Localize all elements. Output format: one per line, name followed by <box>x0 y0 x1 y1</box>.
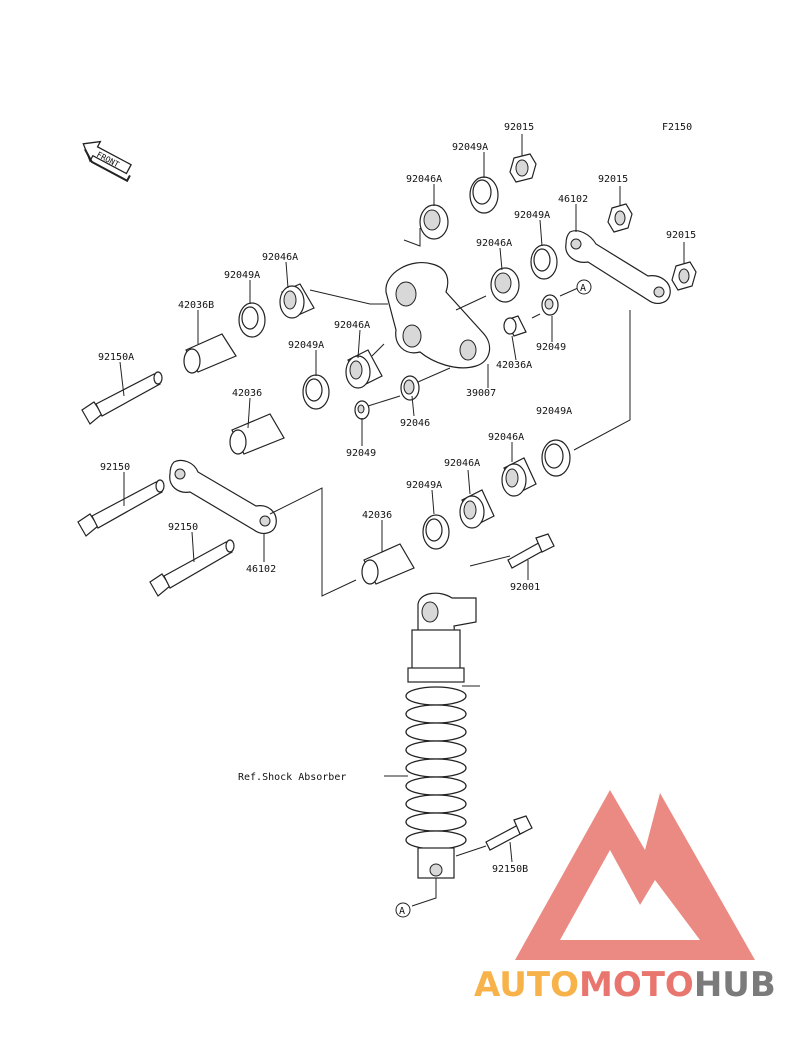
watermark-triangle <box>515 790 755 960</box>
bolt-92150-upper <box>77 479 165 537</box>
leader-lines <box>119 134 685 907</box>
part-label: 92046A <box>262 252 298 263</box>
diagram-code: F2150 <box>662 122 692 133</box>
part-label: 92015 <box>598 174 628 185</box>
part-labels: 92015 92049A 92046A 92015 46102 92049A 9… <box>98 122 696 875</box>
bearing-92046a-mid <box>345 349 383 389</box>
part-label: 92150B <box>492 864 528 875</box>
nut-92015-top <box>509 153 537 183</box>
part-label: 92046A <box>488 432 524 443</box>
part-label: 92046 <box>400 418 430 429</box>
ref-shock-absorber-label: Ref.Shock Absorber <box>238 772 346 783</box>
part-label: 92001 <box>510 582 540 593</box>
bolt-92150a <box>81 371 163 425</box>
sleeve-42036b <box>183 333 237 374</box>
tie-rod-46102-left <box>169 459 277 534</box>
collar-92049a-top <box>469 176 499 214</box>
collar-92049a-right-lower <box>541 439 571 477</box>
part-label: 92150 <box>100 462 130 473</box>
bolt-92150b <box>485 815 533 851</box>
shock-spring <box>405 686 467 850</box>
rocker-arm-39007 <box>385 262 491 369</box>
collar-92049a-mid <box>302 374 330 410</box>
part-label: 92049A <box>406 480 442 491</box>
part-label: 92046A <box>406 174 442 185</box>
watermark-logo <box>515 790 755 960</box>
bearing-92046a-center <box>490 267 520 303</box>
part-label: 92046A <box>444 458 480 469</box>
part-label: 39007 <box>466 388 496 399</box>
watermark-hub: HUB <box>694 965 776 1005</box>
part-label: 42036 <box>362 510 392 521</box>
sleeve-42036-mid <box>229 413 285 455</box>
part-label: 92049A <box>514 210 550 221</box>
part-label: 92049A <box>452 142 488 153</box>
callout-a-top: A <box>576 279 592 295</box>
callout-a-bottom-letter: A <box>399 906 405 917</box>
bolt-92150-lower <box>149 539 235 597</box>
part-label: 42036 <box>232 388 262 399</box>
nut-92015-mid <box>607 203 633 233</box>
part-label: 92150A <box>98 352 134 363</box>
part-label: 92049 <box>346 448 376 459</box>
collar-92049a-lower <box>422 514 450 550</box>
part-label: 92049A <box>224 270 260 281</box>
part-label: 46102 <box>246 564 276 575</box>
collar-92049a-right <box>530 244 558 280</box>
bolt-92001 <box>507 533 555 569</box>
bearing-92046a-left <box>279 283 315 319</box>
callout-a-top-letter: A <box>580 283 586 294</box>
front-arrow-icon: FRONT <box>82 140 132 183</box>
watermark-text: AUTOMOTOHUB <box>474 965 776 1005</box>
part-label: 92049 <box>536 342 566 353</box>
collar-92049-lower <box>354 400 370 420</box>
shock-absorber <box>405 592 480 879</box>
nut-92015-right <box>671 261 697 291</box>
part-label: 92150 <box>168 522 198 533</box>
part-label: 92046A <box>476 238 512 249</box>
part-label: 42036A <box>496 360 532 371</box>
callout-a-bottom: A <box>395 902 411 918</box>
part-label: 92049A <box>288 340 324 351</box>
sleeve-42036a <box>503 315 527 337</box>
watermark-auto: AUTO <box>474 965 579 1005</box>
part-label: 92015 <box>504 122 534 133</box>
part-label: 92015 <box>666 230 696 241</box>
bearing-92046a-right-lower <box>501 457 537 497</box>
watermark-moto: MOTO <box>579 965 694 1005</box>
sleeve-42036-lower <box>361 543 415 585</box>
part-label: 46102 <box>558 194 588 205</box>
bearing-92046a-lower <box>459 489 495 529</box>
bearing-92046 <box>400 375 420 401</box>
part-label: 92049A <box>536 406 572 417</box>
part-label: 92046A <box>334 320 370 331</box>
part-label: 42036B <box>178 300 214 311</box>
bearing-92046a-top <box>419 204 449 240</box>
tie-rod-46102-right <box>565 230 671 304</box>
collar-92049a-left <box>238 302 266 338</box>
collar-92049-small <box>541 294 559 316</box>
